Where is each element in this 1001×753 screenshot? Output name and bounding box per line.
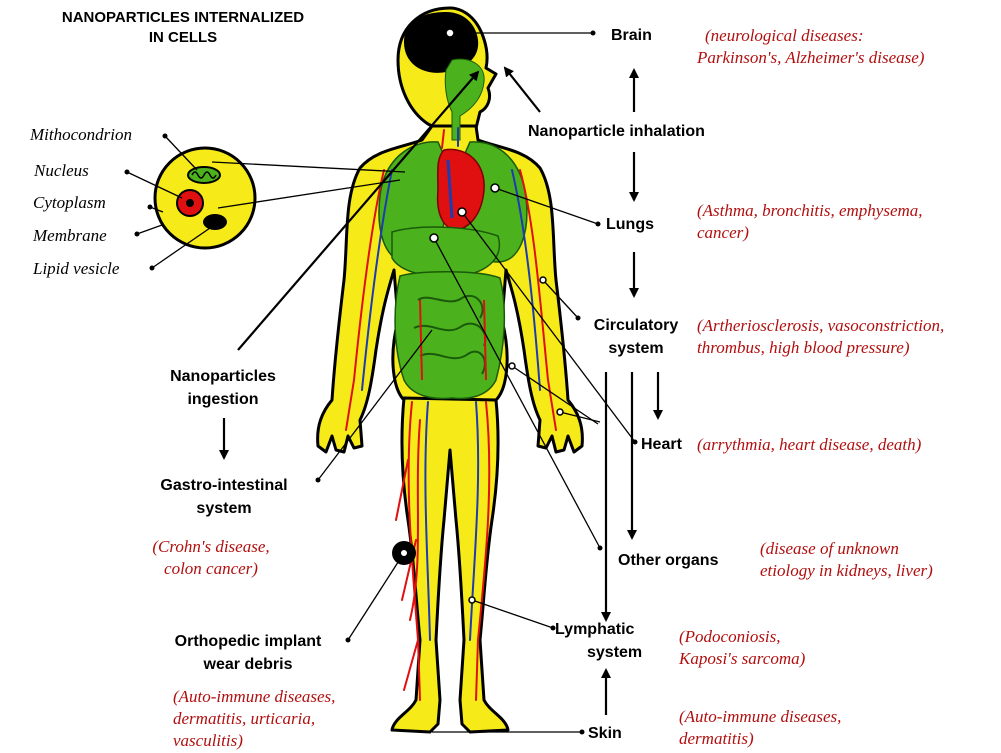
disease-lungs: (Asthma, bronchitis, emphysema, cancer) bbox=[697, 200, 923, 244]
ingestion-line-2: ingestion bbox=[150, 388, 296, 411]
disease-gi-line-2: colon cancer) bbox=[136, 558, 286, 580]
label-gastro-intestinal-system: Gastro-intestinal system bbox=[136, 474, 312, 520]
disease-other-line-1: (disease of unknown bbox=[760, 538, 933, 560]
label-nanoparticles-ingestion: Nanoparticles ingestion bbox=[150, 365, 296, 411]
disease-other-organs: (disease of unknown etiology in kidneys,… bbox=[760, 538, 933, 582]
ingestion-line-1: Nanoparticles bbox=[150, 365, 296, 388]
disease-lymphatic-line-1: (Podoconiosis, bbox=[679, 626, 805, 648]
disease-lymphatic: (Podoconiosis, Kaposi's sarcoma) bbox=[679, 626, 805, 670]
disease-brain-line-2: Parkinson's, Alzheimer's disease) bbox=[697, 47, 924, 69]
disease-implant: (Auto-immune diseases, dermatitis, urtic… bbox=[173, 686, 335, 752]
lymphatic-line-1: Lymphatic bbox=[555, 618, 642, 641]
lymphatic-line-2: system bbox=[555, 641, 642, 664]
liver-stomach bbox=[392, 227, 499, 277]
implant-line-1: Orthopedic implant bbox=[150, 630, 346, 653]
label-circulatory-system: Circulatory system bbox=[578, 314, 694, 360]
disease-heart: (arrythmia, heart disease, death) bbox=[697, 434, 921, 456]
disease-implant-line-2: dermatitis, urticaria, bbox=[173, 708, 335, 730]
disease-skin-line-1: (Auto-immune diseases, bbox=[679, 706, 841, 728]
label-heart: Heart bbox=[641, 433, 682, 456]
label-lymphatic-system: Lymphatic system bbox=[555, 618, 642, 664]
diagram-title: NANOPARTICLES INTERNALIZED IN CELLS bbox=[8, 8, 358, 48]
label-skin: Skin bbox=[588, 722, 622, 745]
gi-line-1: Gastro-intestinal bbox=[136, 474, 312, 497]
disease-implant-line-1: (Auto-immune diseases, bbox=[173, 686, 335, 708]
label-orthopedic-implant: Orthopedic implant wear debris bbox=[150, 630, 346, 676]
disease-brain-line-1: (neurological diseases: bbox=[697, 25, 924, 47]
intestines bbox=[395, 272, 504, 399]
disease-gi-line-1: (Crohn's disease, bbox=[136, 536, 286, 558]
cell-part-nucleus: Nucleus bbox=[34, 161, 89, 181]
disease-brain: (neurological diseases: Parkinson's, Alz… bbox=[697, 25, 924, 69]
title-line-1: NANOPARTICLES INTERNALIZED bbox=[8, 8, 358, 28]
disease-circulatory-line-2: thrombus, high blood pressure) bbox=[697, 337, 944, 359]
label-nanoparticle-inhalation: Nanoparticle inhalation bbox=[528, 120, 705, 143]
label-other-organs: Other organs bbox=[618, 549, 718, 572]
disease-other-line-2: etiology in kidneys, liver) bbox=[760, 560, 933, 582]
cell-part-lipid-vesicle: Lipid vesicle bbox=[33, 259, 119, 279]
implant-line-2: wear debris bbox=[150, 653, 346, 676]
disease-circulatory-line-1: (Artheriosclerosis, vasoconstriction, bbox=[697, 315, 944, 337]
title-line-2: IN CELLS bbox=[8, 28, 358, 48]
disease-lungs-line-1: (Asthma, bronchitis, emphysema, bbox=[697, 200, 923, 222]
vesicle-shape bbox=[203, 214, 227, 230]
cell-part-cytoplasm: Cytoplasm bbox=[33, 193, 106, 213]
disease-lymphatic-line-2: Kaposi's sarcoma) bbox=[679, 648, 805, 670]
cell-part-membrane: Membrane bbox=[33, 226, 107, 246]
label-brain: Brain bbox=[611, 24, 652, 47]
disease-circulatory: (Artheriosclerosis, vasoconstriction, th… bbox=[697, 315, 944, 359]
disease-lungs-line-2: cancer) bbox=[697, 222, 923, 244]
gi-line-2: system bbox=[136, 497, 312, 520]
disease-implant-line-3: vasculitis) bbox=[173, 730, 335, 752]
disease-gi: (Crohn's disease, colon cancer) bbox=[136, 536, 286, 580]
cell-part-mitochondrion: Mithocondrion bbox=[30, 125, 132, 145]
circulatory-line-2: system bbox=[578, 337, 694, 360]
disease-skin-line-2: dermatitis) bbox=[679, 728, 841, 750]
label-lungs: Lungs bbox=[606, 213, 654, 236]
disease-skin: (Auto-immune diseases, dermatitis) bbox=[679, 706, 841, 750]
circulatory-line-1: Circulatory bbox=[578, 314, 694, 337]
